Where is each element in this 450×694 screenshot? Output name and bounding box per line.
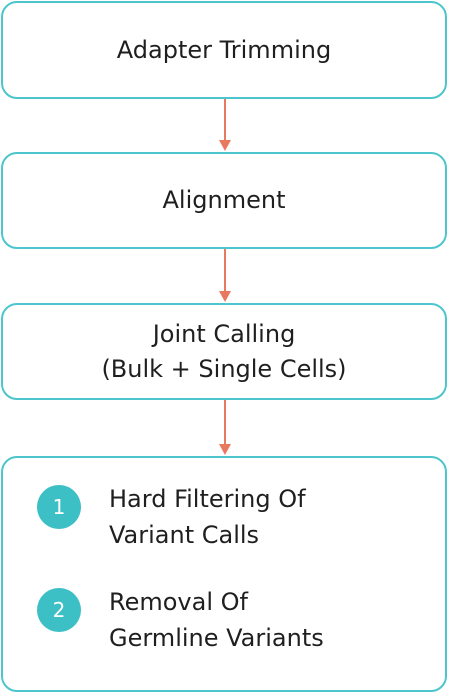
step-label: Alignment <box>162 186 286 214</box>
list-item-text: Removal Of Germline Variants <box>109 584 324 656</box>
step-box-joint-calling: Joint Calling (Bulk + Single Cells) <box>1 303 447 400</box>
list-item-germline-removal: 2 Removal Of Germline Variants <box>37 588 435 656</box>
list-item-line-2: Variant Calls <box>109 521 260 549</box>
number-badge: 1 <box>37 485 81 529</box>
flow-arrow <box>218 400 232 456</box>
number-badge: 2 <box>37 588 81 632</box>
list-item-text: Hard Filtering Of Variant Calls <box>109 481 306 553</box>
step-label-line-2: (Bulk + Single Cells) <box>101 354 347 383</box>
list-item-line-1: Removal Of <box>109 588 248 616</box>
step-label-line-1: Joint Calling <box>152 319 296 348</box>
step-box-filtering: 1 Hard Filtering Of Variant Calls 2 Remo… <box>1 456 447 692</box>
step-box-adapter-trimming: Adapter Trimming <box>1 1 447 99</box>
flow-arrow <box>218 249 232 303</box>
list-item-hard-filtering: 1 Hard Filtering Of Variant Calls <box>37 485 435 553</box>
step-label: Adapter Trimming <box>116 35 332 64</box>
list-item-line-1: Hard Filtering Of <box>109 485 306 513</box>
flow-arrow <box>218 99 232 152</box>
step-box-alignment: Alignment <box>1 152 447 249</box>
list-item-line-2: Germline Variants <box>109 624 324 652</box>
